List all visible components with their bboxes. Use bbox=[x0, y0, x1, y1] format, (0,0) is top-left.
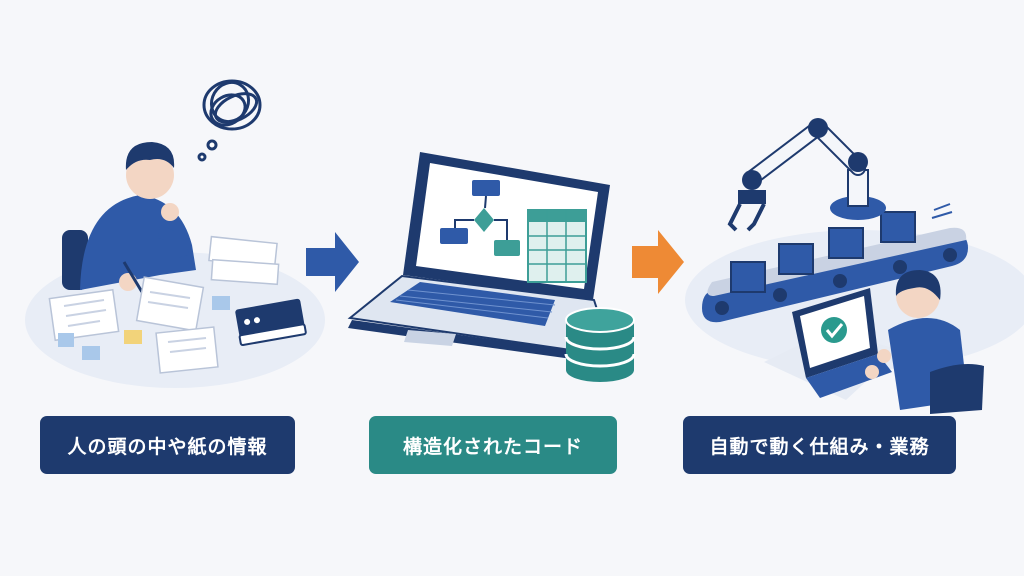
step-label-paper-info: 人の頭の中や紙の情報 bbox=[40, 416, 295, 474]
panel-thinking-person bbox=[25, 142, 325, 388]
cube-boxes bbox=[730, 211, 916, 293]
laptop-flowchart-icon bbox=[347, 152, 614, 364]
database-icon bbox=[564, 307, 636, 382]
step-label-automated-work: 自動で動く仕組み・業務 bbox=[683, 416, 956, 474]
step-label-structured-code: 構造化されたコード bbox=[369, 416, 617, 474]
robot-arm-icon bbox=[727, 118, 886, 232]
panel-automation bbox=[685, 118, 1024, 414]
arrow-right-icon bbox=[632, 230, 684, 294]
conveyor-belt-icon bbox=[702, 227, 968, 323]
tangled-thought-icon bbox=[197, 79, 262, 162]
checkmark-icon bbox=[821, 317, 847, 343]
arrow-right-icon bbox=[306, 232, 359, 292]
